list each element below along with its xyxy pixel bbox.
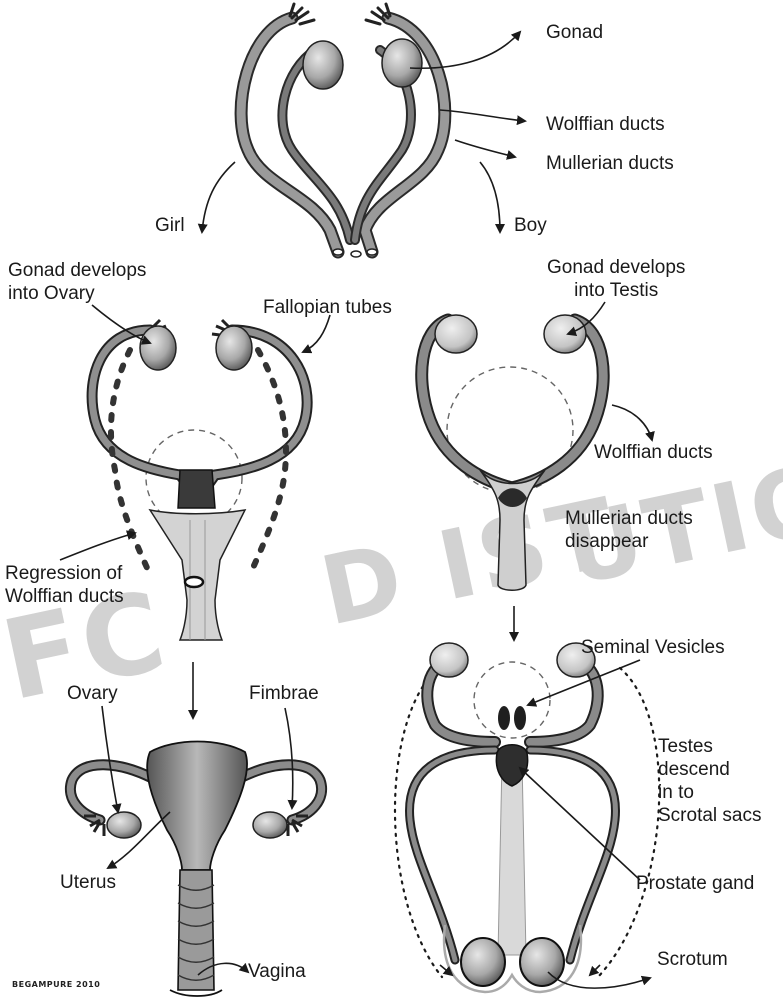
label-boy: Boy xyxy=(514,214,547,237)
label-testes-descend: Testes descend in to Scrotal sacs xyxy=(658,735,761,827)
testis-left-descended xyxy=(461,938,505,986)
label-gonad-develops-testis: Gonad develops into Testis xyxy=(547,256,685,302)
gonad-right-top xyxy=(382,39,422,87)
label-wolffian-ducts-boy: Wolffian ducts xyxy=(594,441,713,464)
testis-right-mid xyxy=(544,315,586,353)
label-fimbrae: Fimbrae xyxy=(249,682,319,705)
label-gonad-develops-ovary: Gonad develops into Ovary xyxy=(8,259,146,305)
boy-arrows xyxy=(514,302,652,640)
label-testes-line1: Testes xyxy=(658,735,761,758)
female-reproductive-system xyxy=(70,742,321,997)
male-reproductive-system xyxy=(395,660,659,992)
gonad-left-top xyxy=(303,41,343,89)
label-gonad-testis-line1: Gonad develops xyxy=(547,256,685,279)
label-vagina: Vagina xyxy=(248,960,306,983)
label-mullerian-ducts-top: Mullerian ducts xyxy=(546,152,674,175)
label-gonad-testis-line2: into Testis xyxy=(547,279,685,302)
label-testes-line2: descend xyxy=(658,758,761,781)
label-regression: Regression of Wolffian ducts xyxy=(5,562,124,608)
label-scrotum: Scrotum xyxy=(657,948,728,971)
label-fallopian-tubes: Fallopian tubes xyxy=(263,296,392,319)
label-regression-line2: Wolffian ducts xyxy=(5,585,124,608)
indifferent-stage xyxy=(241,4,445,257)
label-mullerian-disappear-line2: disappear xyxy=(565,530,693,553)
ovary-right-mid xyxy=(216,326,252,370)
label-uterus: Uterus xyxy=(60,871,116,894)
label-testes-line3: in to xyxy=(658,781,761,804)
label-mullerian-disappear-line1: Mullerian ducts xyxy=(565,507,693,530)
label-gonad-ovary-line1: Gonad develops xyxy=(8,259,146,282)
girl-development-stage xyxy=(92,320,307,640)
label-gonad: Gonad xyxy=(546,21,603,44)
testis-left-mid xyxy=(435,315,477,353)
label-regression-line1: Regression of xyxy=(5,562,124,585)
label-testes-line4: Scrotal sacs xyxy=(658,804,761,827)
artist-signature: BEGAMPURE 2010 xyxy=(12,980,100,989)
ovary-left-bottom xyxy=(107,812,141,838)
label-girl: Girl xyxy=(155,214,185,237)
testis-left-bottom-upper xyxy=(430,643,468,677)
label-gonad-ovary-line2: into Ovary xyxy=(8,282,146,305)
label-prostate: Prostate gand xyxy=(636,872,754,895)
label-ovary: Ovary xyxy=(67,682,118,705)
label-seminal-vesicles: Seminal Vesicles xyxy=(581,636,725,659)
ovary-left-mid xyxy=(140,326,176,370)
ovary-right-bottom xyxy=(253,812,287,838)
label-wolffian-ducts-top: Wolffian ducts xyxy=(546,113,665,136)
label-mullerian-disappear: Mullerian ducts disappear xyxy=(565,507,693,553)
